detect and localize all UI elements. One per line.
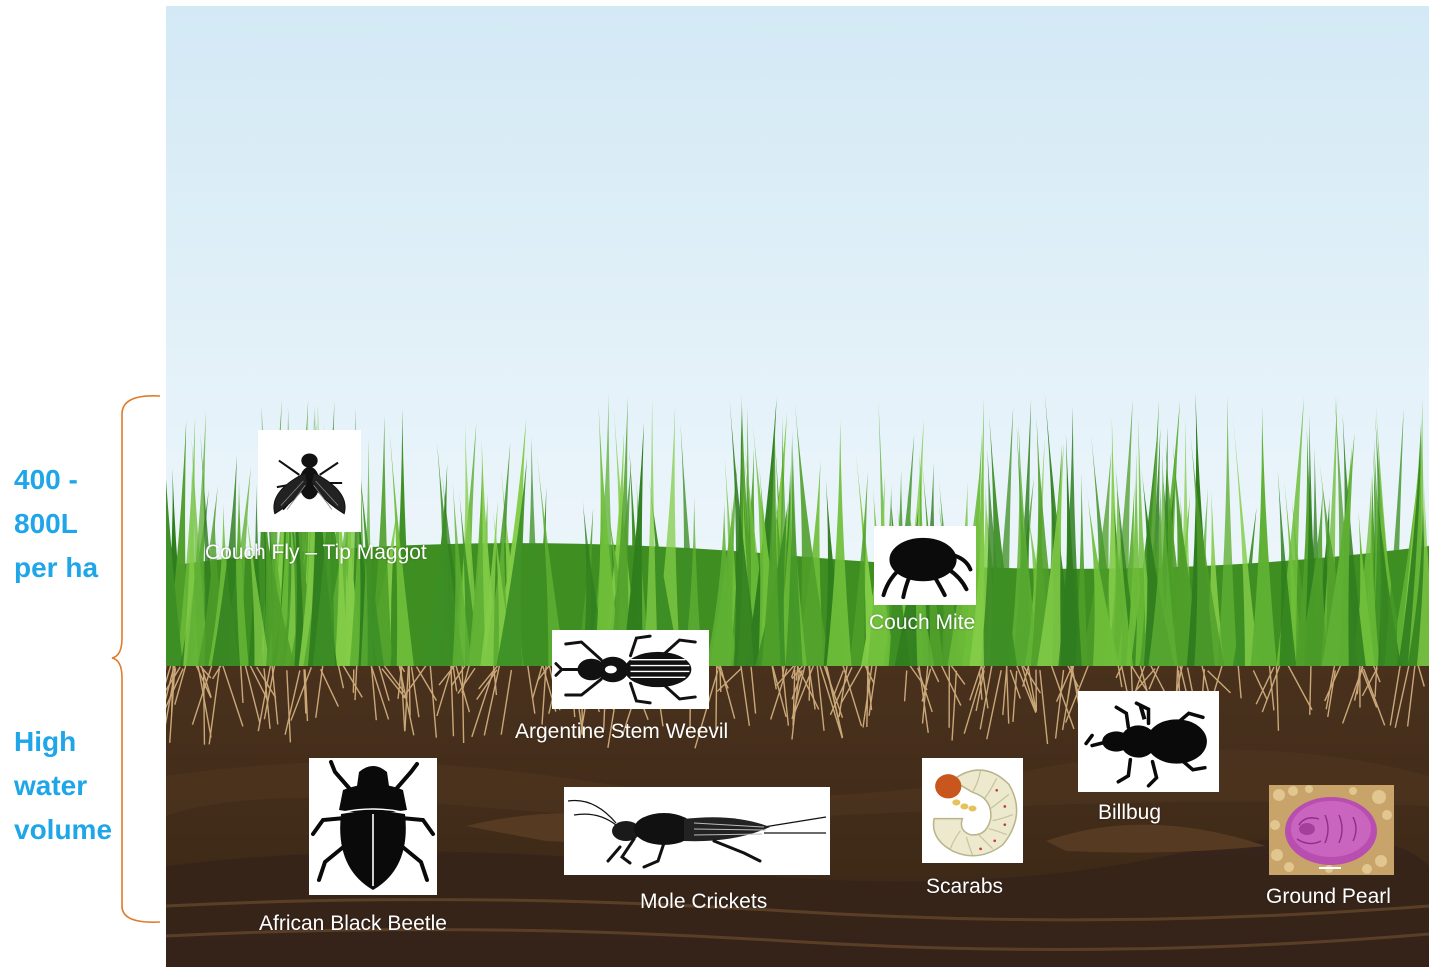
ground-pearl-card: [1269, 785, 1394, 875]
couch-fly-label: Couch Fly – Tip Maggot: [205, 541, 427, 565]
couch-mite-label: Couch Mite: [869, 611, 975, 635]
scarabs-card: [922, 758, 1023, 863]
zone-label-soil: High water volume: [14, 720, 112, 852]
scarabs-label: Scarabs: [926, 875, 1003, 899]
mole-crickets-label: Mole Crickets: [640, 890, 767, 914]
billbug-card: [1078, 691, 1219, 792]
argentine-stem-weevil-label: Argentine Stem Weevil: [515, 720, 728, 744]
lawn-scene: Couch Fly – Tip Maggot Couch Mite: [166, 6, 1429, 967]
zone-label-foliage: 400 - 800L per ha: [14, 458, 98, 590]
african-black-beetle-card: [309, 758, 437, 895]
mole-crickets-card: [564, 787, 830, 875]
mite-icon: [874, 526, 976, 605]
ground-pearl-photo: [1269, 785, 1394, 875]
foliage-bracket: [108, 390, 168, 930]
billbug-icon: [1078, 691, 1219, 792]
weevil-icon: [552, 630, 709, 709]
scarab-grub-icon: [922, 758, 1023, 863]
billbug-label: Billbug: [1098, 801, 1161, 825]
beetle-icon: [309, 758, 437, 895]
mole-cricket-icon: [564, 787, 830, 875]
african-black-beetle-label: African Black Beetle: [259, 912, 447, 936]
argentine-stem-weevil-card: [552, 630, 709, 709]
fly-icon: [258, 430, 361, 532]
ground-pearl-label: Ground Pearl: [1266, 885, 1391, 909]
couch-mite-card: [874, 526, 976, 605]
couch-fly-card: [258, 430, 361, 532]
